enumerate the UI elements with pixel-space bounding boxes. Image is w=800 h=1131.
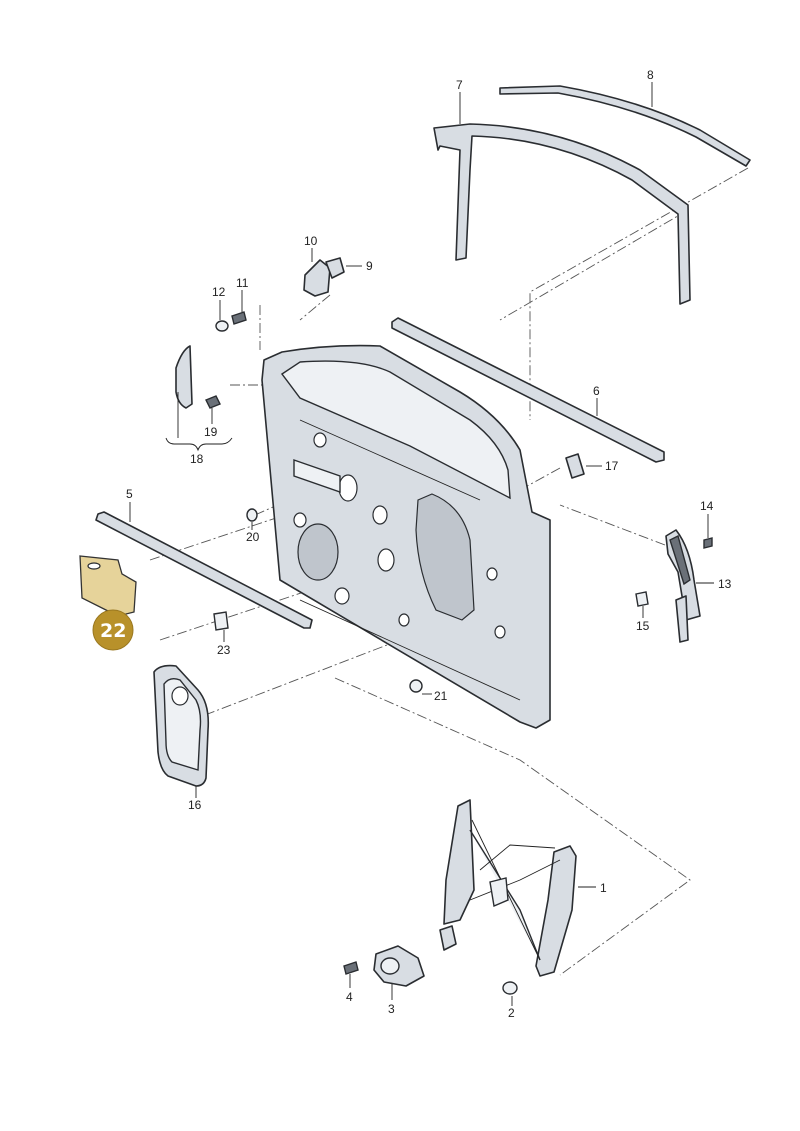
- callout-20: 20: [246, 530, 260, 544]
- part-1-window-regulator: 1: [439, 799, 607, 977]
- part-23-clip: 23: [213, 611, 231, 657]
- part-4-screw: 4: [343, 961, 359, 1004]
- callout-8: 8: [647, 68, 654, 82]
- callout-13: 13: [718, 577, 732, 591]
- part-10-mirror-bracket: 10: [303, 234, 331, 297]
- part-9-mirror-gasket: 9: [325, 257, 373, 279]
- callout-10: 10: [304, 234, 318, 248]
- part-2-nut: 2: [502, 981, 518, 1020]
- callout-17: 17: [605, 459, 619, 473]
- callout-6: 6: [593, 384, 600, 398]
- part-16-speaker-seal: 16: [153, 664, 210, 812]
- callout-5: 5: [126, 487, 133, 501]
- callout-2: 2: [508, 1006, 515, 1020]
- part-19-screw: 19: [204, 395, 221, 439]
- part-18-mirror-trim: 18: [165, 345, 233, 466]
- part-5-window-seal: 5: [95, 487, 313, 629]
- highlight-badge: [93, 610, 133, 650]
- part-21-plug: 21: [409, 679, 448, 703]
- callout-7: 7: [456, 78, 463, 92]
- part-13-guide-rail: 13: [665, 529, 732, 643]
- door-shell: [261, 344, 551, 729]
- part-8-roof-seal: 8: [499, 68, 751, 167]
- callout-4: 4: [346, 990, 353, 1004]
- part-6-belt-seal: 6: [391, 317, 665, 463]
- part-22-sealing-foil: 22: [79, 555, 137, 651]
- callout-19: 19: [204, 425, 218, 439]
- callout-3: 3: [388, 1002, 395, 1016]
- callout-1: 1: [600, 881, 607, 895]
- callout-15: 15: [636, 619, 650, 633]
- callout-18: 18: [190, 452, 204, 466]
- callout-16: 16: [188, 798, 202, 812]
- part-14-screw: 14: [700, 499, 714, 549]
- part-12-clip: 12: [212, 285, 229, 332]
- part-11-screw: 11: [231, 276, 249, 325]
- callout-21: 21: [434, 689, 448, 703]
- part-3-window-motor: 3: [373, 945, 425, 1016]
- part-17-bracket: 17: [565, 453, 619, 479]
- part-20-grommet: 20: [246, 508, 260, 544]
- callout-12: 12: [212, 285, 226, 299]
- callout-23: 23: [217, 643, 231, 657]
- part-15-clip: 15: [635, 591, 650, 633]
- callout-9: 9: [366, 259, 373, 273]
- callout-11: 11: [236, 276, 249, 290]
- part-7-window-channel: 7: [433, 78, 691, 305]
- callout-14: 14: [700, 499, 714, 513]
- highlight-badge-label: 22: [100, 620, 126, 642]
